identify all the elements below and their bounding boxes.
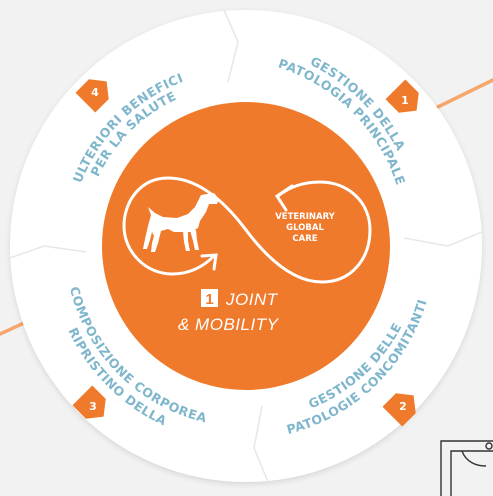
vgc-line3: CARE — [292, 234, 317, 244]
segment-1-badge: 1 — [385, 79, 419, 113]
svg-text:3: 3 — [89, 400, 97, 413]
segment-3-badge: 3 — [72, 385, 106, 419]
brand-number: 1 — [205, 291, 213, 308]
center-disc — [102, 102, 390, 390]
brand-line1: JOINT — [225, 290, 279, 309]
dog-icon — [143, 193, 219, 252]
segment-4-badge: 4 — [75, 79, 109, 113]
brand-number-box — [201, 289, 218, 307]
brand-line2: & MOBILITY — [178, 315, 280, 334]
segment-dividers — [9, 9, 483, 483]
segment-2-badge: 2 — [382, 393, 416, 427]
svg-text:2: 2 — [399, 400, 407, 413]
infinity-arrows-icon — [122, 176, 372, 284]
frame-icon — [440, 440, 493, 496]
svg-text:4: 4 — [91, 86, 99, 99]
brand-joint-mobility: 1 JOINT & MOBILITY — [178, 289, 280, 334]
vgc-line2: GLOBAL — [286, 223, 324, 233]
svg-text:1: 1 — [401, 94, 409, 107]
vgc-line1: VETERINARY — [275, 212, 335, 222]
